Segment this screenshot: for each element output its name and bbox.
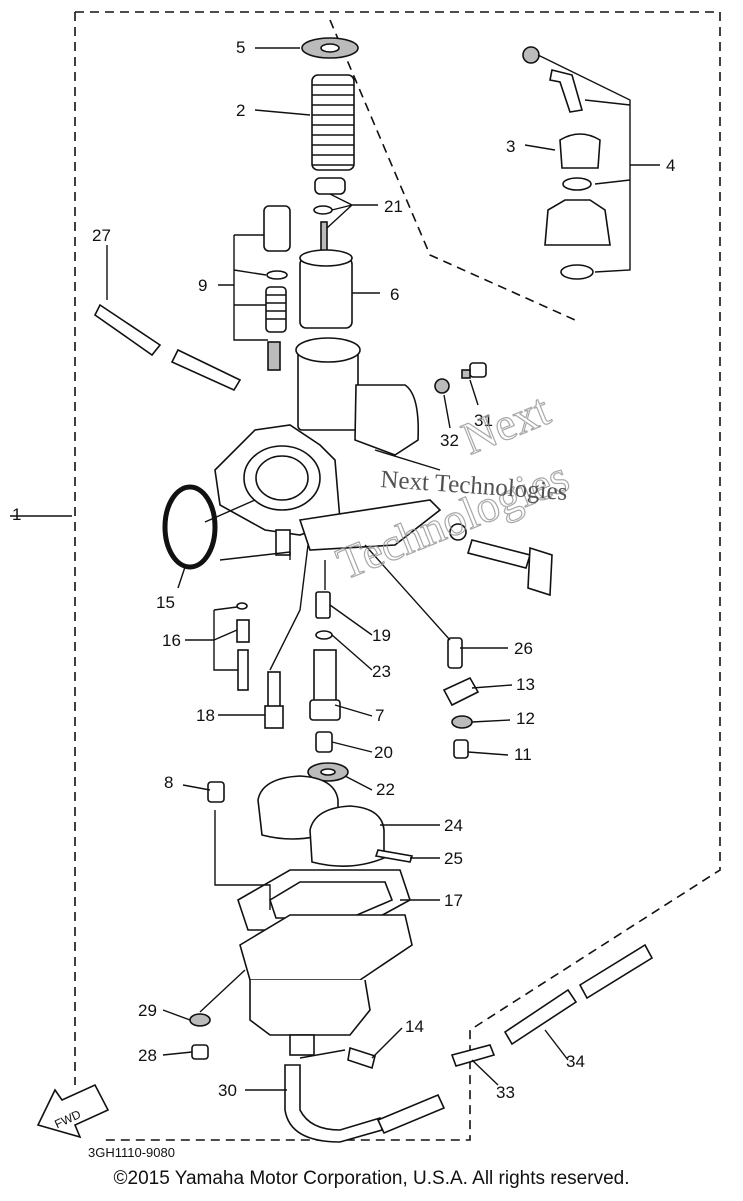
- callout-3: 3: [506, 137, 515, 156]
- drawing-code: 3GH1110-9080: [88, 1145, 175, 1160]
- callout-26: 26: [514, 639, 533, 658]
- callout-6: 6: [390, 285, 399, 304]
- callout-1: 1: [12, 505, 21, 524]
- part-11-screw: [453, 739, 469, 759]
- part-22-washer: [307, 762, 349, 782]
- part-15-o-ring: [162, 484, 218, 570]
- callout-32: 32: [440, 431, 459, 450]
- part-20-main-jet: [315, 731, 333, 753]
- part-5-washer: [301, 37, 359, 59]
- part-8-screw: [207, 781, 225, 803]
- throttle-stop-screw: [449, 523, 553, 597]
- callout-11: 11: [514, 745, 532, 764]
- callout-7: 7: [375, 706, 384, 725]
- part-25-float-pin: [374, 849, 414, 863]
- callout-21: 21: [384, 197, 403, 216]
- callout-33: 33: [496, 1083, 515, 1102]
- part-31-screw: [461, 362, 487, 379]
- part-7-needle-jet: [309, 649, 341, 721]
- callout-28: 28: [138, 1046, 157, 1065]
- part-32-washer: [434, 378, 450, 394]
- callout-24: 24: [444, 816, 463, 835]
- part-18-jet: [264, 671, 284, 729]
- callout-2: 2: [236, 101, 245, 120]
- callout-13: 13: [516, 675, 535, 694]
- float-bowl: [239, 914, 413, 1056]
- part-24-float: [257, 775, 385, 867]
- callout-29: 29: [138, 1001, 157, 1020]
- leader-lines: [10, 47, 660, 1091]
- callout-16: 16: [162, 631, 181, 650]
- callout-18: 18: [196, 706, 215, 725]
- callout-34: 34: [566, 1052, 585, 1071]
- part-28-drain-screw: [191, 1044, 209, 1060]
- callout-27: 27: [92, 226, 111, 245]
- callout-5: 5: [236, 38, 245, 57]
- part-12-nut: [451, 715, 473, 729]
- part-13-plate: [442, 676, 480, 707]
- callout-8: 8: [164, 773, 173, 792]
- copyright-notice: ©2015 Yamaha Motor Corporation, U.S.A. A…: [113, 1168, 630, 1189]
- part-30-overflow-hose: [284, 1064, 383, 1143]
- callout-23: 23: [372, 662, 391, 681]
- callout-14: 14: [405, 1017, 424, 1036]
- callout-20: 20: [374, 743, 393, 762]
- callout-12: 12: [516, 709, 535, 728]
- part-4-cap-assembly: [522, 46, 611, 280]
- carburetor-body: [214, 337, 442, 556]
- callout-25: 25: [444, 849, 463, 868]
- part-19-jet: [315, 591, 331, 619]
- callout-labels: 5 2 3 4 21 27 9 6 31 32 1 15 16 19 26 23…: [12, 38, 675, 1102]
- callout-15: 15: [156, 593, 175, 612]
- assembly-boundary: [74, 11, 721, 1141]
- part-16-needle-set: [236, 602, 250, 691]
- watermark-outline-line1: Next: [455, 383, 557, 464]
- callout-9: 9: [198, 276, 207, 295]
- part-14-screw: [347, 1046, 376, 1070]
- part-27-vent-tube: [93, 303, 242, 392]
- callout-31: 31: [474, 411, 493, 430]
- part-9-pilot-screw: [263, 205, 291, 371]
- part-6-throttle-valve: [299, 249, 353, 329]
- part-29-washer: [189, 1013, 211, 1027]
- callout-17: 17: [444, 891, 463, 910]
- part-26-fitting: [447, 637, 463, 669]
- part-23-o-ring: [315, 630, 333, 640]
- callout-19: 19: [372, 626, 391, 645]
- callout-30: 30: [218, 1081, 237, 1100]
- fwd-arrow-icon: FWD: [36, 1083, 110, 1139]
- part-34-hose: [376, 943, 654, 1135]
- callout-4: 4: [666, 156, 675, 175]
- callout-22: 22: [376, 780, 395, 799]
- part-33-joint: [450, 1044, 496, 1067]
- part-2-spring: [311, 74, 355, 171]
